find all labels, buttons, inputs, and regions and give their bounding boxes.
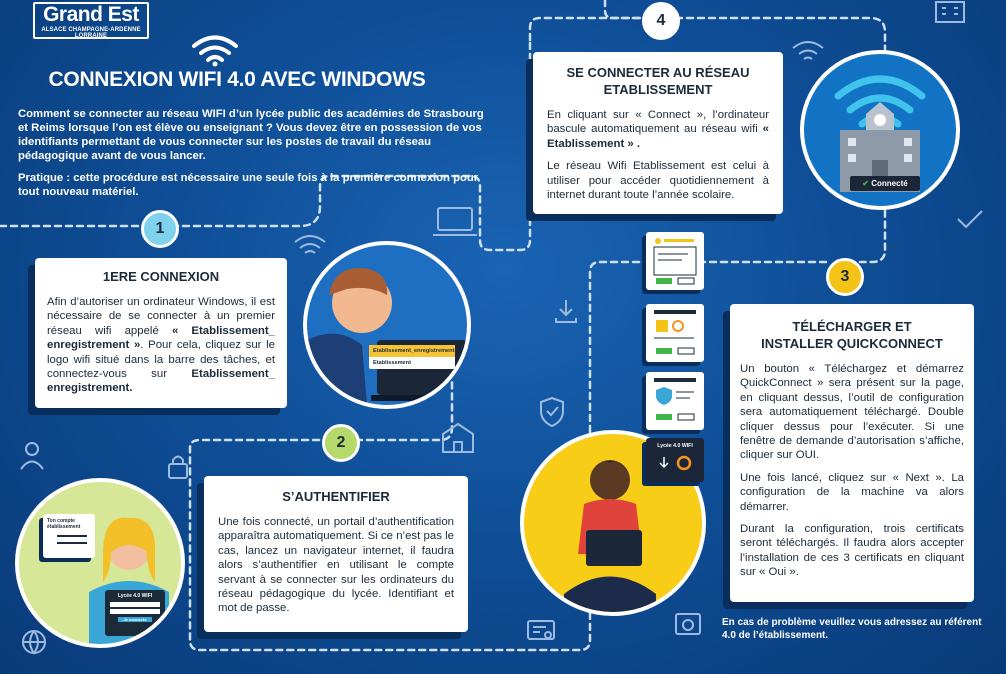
padlock-icon bbox=[168, 455, 188, 479]
intro-practical-note: Pratique : cette procédure est nécessair… bbox=[18, 172, 479, 198]
step-3-title: INSTALLER QUICKCONNECT bbox=[761, 336, 943, 351]
step-2-card: S’AUTHENTIFIER Une fois connecté, un por… bbox=[204, 476, 468, 632]
wifi-network-menu: Etablissement_enregistrement Etablisseme… bbox=[369, 345, 455, 369]
step-2-title: S’AUTHENTIFIER bbox=[282, 489, 390, 504]
laptop-icon bbox=[433, 207, 477, 236]
certificate-icon bbox=[527, 620, 555, 640]
step-4-text: Le réseau Wifi Etablissement est celui à… bbox=[547, 160, 769, 202]
wifi-option-etablissement: Etablissement bbox=[373, 360, 411, 366]
step-4-illustration: ✔ Connecté bbox=[800, 50, 960, 210]
step-4-text-part: En cliquant sur « Connect », l’ordinateu… bbox=[547, 109, 769, 136]
step-4-badge: 4 bbox=[642, 2, 680, 40]
wifi-option-enregistrement: Etablissement_enregistrement bbox=[369, 345, 455, 357]
intro-paragraph: Comment se connecter au réseau WIFI d’un… bbox=[18, 108, 484, 162]
settings-icon bbox=[675, 613, 701, 635]
grand-est-logo: Grand Est ALSACE CHAMPAGNE-ARDENNE LORRA… bbox=[33, 2, 149, 39]
intro-text: Comment se connecter au réseau WIFI d’un… bbox=[18, 107, 488, 207]
step-4-card: SE CONNECTER AU RÉSEAU ETABLISSEMENT En … bbox=[533, 52, 783, 214]
globe-icon bbox=[22, 630, 46, 655]
step-4-title: ETABLISSEMENT bbox=[603, 82, 713, 97]
step-3-illustration bbox=[520, 430, 706, 616]
step-3-title: TÉLÉCHARGER ET bbox=[792, 319, 912, 334]
login-window-title: Lycée 4.0 WIFI bbox=[117, 593, 153, 599]
step-2-text: Une fois connecté, un portail d’authenti… bbox=[218, 516, 454, 615]
step-1-title: 1ERE CONNEXION bbox=[102, 269, 220, 284]
step-4-network-name: « Etablissement » . bbox=[547, 123, 769, 150]
step-3-text: Une fois lancé, cliquez sur « Next ». La… bbox=[740, 471, 964, 513]
download-icon bbox=[555, 300, 577, 323]
step-1-network-name: « Etablissement_ enregistrement » bbox=[47, 324, 275, 352]
step-2-illustration: Ton compte établissement Lycée 4.0 WIFI … bbox=[15, 478, 185, 648]
logo-subtitle: ALSACE CHAMPAGNE-ARDENNE LORRAINE bbox=[41, 27, 141, 39]
step-1-text: Afin d’autoriser un ordinateur Windows, … bbox=[47, 295, 275, 396]
wifi-icon bbox=[294, 235, 326, 254]
authorization-dialog bbox=[646, 232, 704, 290]
step-3-text: Durant la configuration, trois certifica… bbox=[740, 523, 964, 579]
page-title: CONNEXION WIFI 4.0 AVEC WINDOWS bbox=[48, 68, 426, 91]
step-2-badge: 2 bbox=[322, 424, 360, 462]
logo-name: Grand Est bbox=[43, 3, 139, 26]
account-card-label: Ton compte établissement bbox=[47, 518, 81, 530]
login-window: Lycée 4.0 WIFI Je connecte bbox=[105, 590, 165, 636]
step-3-card: TÉLÉCHARGER ET INSTALLER QUICKCONNECT Un… bbox=[730, 304, 974, 602]
step-1-illustration: Etablissement_enregistrement Etablisseme… bbox=[303, 241, 471, 409]
step-1-text-part: Afin d’autoriser un ordinateur Windows, … bbox=[47, 296, 275, 337]
step-4-title: SE CONNECTER AU RÉSEAU bbox=[566, 65, 750, 80]
quickconnect-window-title: Lycée 4.0 WIFI bbox=[657, 443, 693, 449]
help-note: En cas de problème veuillez vous adresse… bbox=[722, 617, 982, 641]
certificate-dialog bbox=[646, 304, 704, 362]
login-button: Je connecte bbox=[118, 617, 152, 622]
step-1-text-part: . Pour cela, cliquez sur le logo wifi si… bbox=[47, 339, 275, 381]
quickconnect-window: Lycée 4.0 WIFI bbox=[646, 438, 704, 482]
checkmark-icon bbox=[957, 210, 983, 229]
step-3-badge: 3 bbox=[826, 258, 864, 296]
building-icon bbox=[935, 1, 965, 23]
step-1-network-name: Etablissement_ enregistrement. bbox=[47, 368, 275, 395]
wifi-icon bbox=[192, 35, 238, 67]
connected-label: Connecté bbox=[871, 179, 908, 188]
security-dialog bbox=[646, 372, 704, 430]
user-icon bbox=[20, 442, 44, 470]
account-card: Ton compte établissement bbox=[43, 514, 95, 558]
checkmark-icon: ✔ bbox=[862, 179, 869, 188]
shield-icon bbox=[540, 396, 564, 428]
step-4-text: En cliquant sur « Connect », l’ordinateu… bbox=[547, 108, 769, 151]
school-icon bbox=[442, 422, 474, 453]
connected-badge: ✔ Connecté bbox=[850, 176, 920, 191]
step-3-text: Un bouton « Téléchargez et démarrez Quic… bbox=[740, 363, 964, 462]
person-with-laptop-illustration bbox=[564, 460, 656, 612]
person-at-computer-illustration bbox=[307, 268, 467, 405]
step-1-badge: 1 bbox=[141, 210, 179, 248]
wifi-icon bbox=[792, 41, 824, 60]
step-1-card: 1ERE CONNEXION Afin d’autoriser un ordin… bbox=[35, 258, 287, 408]
